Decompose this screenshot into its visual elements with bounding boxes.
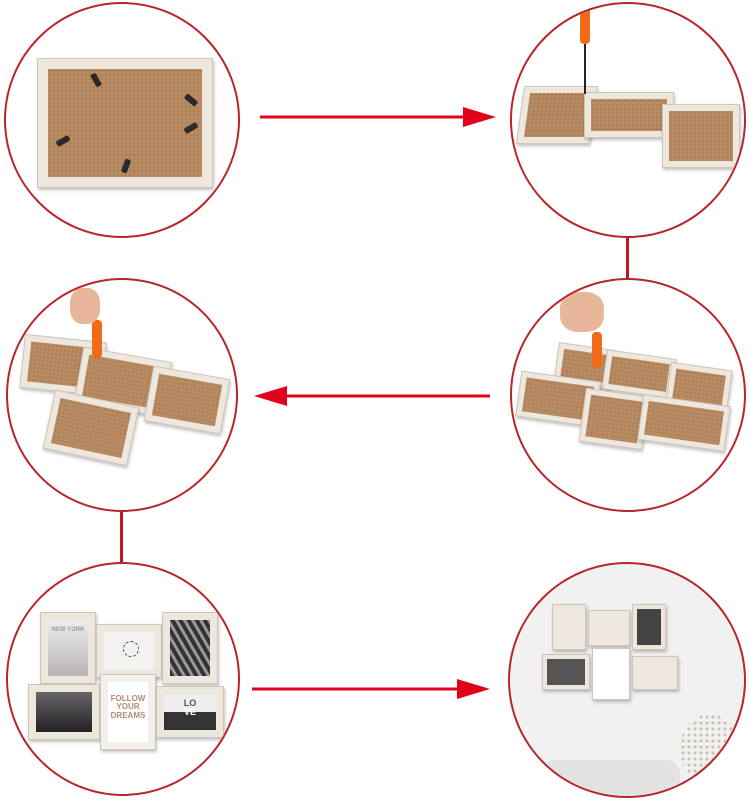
photo-text-love-bottom: VE: [183, 707, 196, 718]
photo-frame: [588, 610, 630, 646]
screwdriver-icon: [92, 320, 102, 358]
frame-back: [578, 387, 650, 451]
photo-text-your: YOUR: [116, 702, 140, 712]
connector-line-3-5: [120, 512, 123, 562]
step-4-six-frames: [510, 278, 746, 512]
screwdriver-icon: [580, 4, 590, 44]
screwdriver-icon: [592, 332, 602, 368]
photo-frame-follow-your-dreams: FOLLOW YOUR DREAMS: [100, 674, 156, 750]
screwdriver-shaft: [584, 44, 586, 94]
step-6-collage-on-wall: [508, 562, 746, 798]
frame-back: [37, 58, 213, 188]
photo-frame: [28, 684, 100, 740]
step-5-assembled-collage: NEW YORK FOLLOW YOUR DREAMS LO VE: [6, 562, 240, 796]
connector-line-2-4: [626, 238, 629, 278]
photo-frame: [632, 604, 666, 650]
photo-text-follow: FOLLOW: [110, 694, 146, 703]
photo-frame-love: LO VE: [156, 686, 224, 738]
frame-back: [662, 104, 740, 168]
photo-text-love-top: LO: [183, 698, 197, 708]
cork-backing: [48, 69, 202, 177]
photo-frame: [162, 612, 218, 684]
step-3-four-frames: [6, 278, 238, 512]
photo-text-dreams: DREAMS: [110, 710, 146, 720]
plant: [680, 714, 740, 784]
arrow-left-icon: [254, 386, 490, 406]
hand: [560, 292, 604, 332]
photo-text-love: LO VE: [157, 698, 223, 718]
step-2-three-frames: [510, 2, 746, 238]
photo-text: FOLLOW YOUR DREAMS: [101, 694, 155, 720]
photo-frame: [542, 654, 590, 690]
frame-back: [143, 365, 231, 435]
arrow-right-icon: [252, 679, 490, 699]
tree-icon: [123, 641, 139, 657]
step-1-single-frame: [4, 2, 240, 238]
hand: [70, 288, 100, 324]
arrow-right-icon: [260, 107, 496, 127]
photo-frame: [96, 624, 162, 678]
frame-back: [584, 92, 674, 138]
photo-frame: NEW YORK: [40, 612, 96, 684]
sofa: [540, 760, 680, 796]
photo-frame: [552, 604, 586, 650]
photo-frame: [592, 648, 630, 700]
photo-frame: [632, 656, 678, 690]
photo-text-new-york: NEW YORK: [51, 627, 85, 633]
